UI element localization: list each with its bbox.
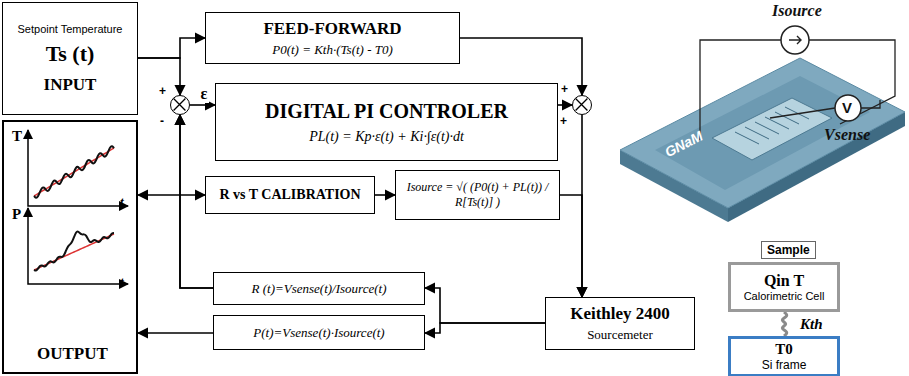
node-heading: Sample — [761, 241, 816, 259]
signal-arrow — [375, 194, 395, 196]
signal-arrow — [190, 104, 215, 106]
heater-lines — [735, 107, 809, 144]
signal-arrow — [560, 195, 582, 297]
process-box: SampleQin TCalorimetric Cell — [728, 262, 840, 312]
process-box: R (t)=Vsense(t)/Isource(t) — [213, 272, 425, 305]
current-source — [781, 26, 809, 54]
process-box: R vs T CALIBRATION — [205, 176, 375, 214]
node-text: + — [560, 114, 567, 128]
node-heading: Setpoint Temperature — [18, 23, 123, 35]
voltmeter — [835, 95, 861, 121]
summing-junction: ++ — [572, 95, 592, 115]
node-text: t — [120, 194, 124, 210]
signal-arrow — [180, 115, 205, 195]
process-box: Keithley 2400Sourcemeter — [545, 297, 695, 350]
node-text: INPUT — [44, 75, 97, 95]
node-heading: FEED-FORWARD — [263, 19, 401, 39]
node-heading: Isource = √( (P0(t) + PL(t)) / R[Ts(t)] … — [400, 180, 555, 210]
node-text: OUTPUT — [37, 344, 108, 364]
process-box: Setpoint Temperature Ts (t) INPUT — [2, 2, 138, 115]
node-heading: P(t)=Vsense(t)·Isource(t) — [253, 325, 384, 341]
chip-top — [620, 58, 905, 208]
process-box: Isource = √( (P0(t) + PL(t)) / R[Ts(t)] … — [395, 170, 560, 220]
node-heading: R (t)=Vsense(t)/Isource(t) — [252, 281, 387, 297]
current-arrow — [789, 36, 801, 44]
node-text: PL(t) = Kp·ε(t) + Ki·∫ε(t)·dt — [309, 129, 464, 145]
node-text: Ts (t) — [46, 41, 95, 67]
node-text: - — [160, 114, 164, 128]
signal-arrow — [138, 38, 205, 58]
signal-arrow — [138, 195, 213, 288]
node-text: P — [12, 206, 21, 223]
node-text: Calorimetric Cell — [744, 290, 825, 302]
node-heading: Keithley 2400 — [570, 304, 670, 324]
junction-cross — [171, 96, 188, 113]
junction-cross — [573, 96, 590, 113]
node-heading: + — [159, 84, 166, 98]
chip-logo: GNaM — [662, 128, 705, 161]
edge-label: Kth — [798, 316, 825, 333]
process-box: P(t)=Vsense(t)·Isource(t) — [213, 315, 425, 350]
chip-frame — [655, 76, 870, 190]
node-heading: DIGITAL PI CONTROLER — [265, 100, 508, 123]
node-heading: + — [561, 82, 568, 96]
node-heading: T — [12, 128, 22, 145]
signal-arrow — [558, 104, 572, 106]
process-box: FEED-FORWARD P0(t) = Kth·(Ts(t) - T0) — [205, 12, 460, 64]
node-text: Qin T — [764, 272, 804, 290]
process-box: T0Si frame — [728, 336, 840, 376]
node-heading: T0 — [775, 341, 793, 358]
node-heading: R vs T CALIBRATION — [219, 187, 360, 203]
thermal-link — [782, 312, 786, 336]
node-text: Si frame — [762, 358, 807, 372]
signal-arrow — [425, 323, 545, 333]
signal-arrow — [138, 332, 213, 334]
summing-junction: +- — [170, 95, 190, 115]
voltmeter-label: V — [842, 99, 852, 116]
node-text: t — [120, 274, 124, 290]
signal-arrow — [425, 288, 545, 323]
node-text: Sourcemeter — [587, 327, 653, 343]
output-plots — [4, 122, 134, 337]
node-text: P0(t) = Kth·(Ts(t) - T0) — [272, 42, 393, 58]
voltage-label: Vsense — [824, 126, 870, 144]
process-box: TtPtOUTPUT — [2, 120, 138, 374]
membrane — [712, 98, 832, 160]
process-box: DIGITAL PI CONTROLER PL(t) = Kp·ε(t) + Ki… — [215, 83, 558, 161]
current-label: Isource — [772, 2, 822, 20]
circuit-wires — [700, 40, 895, 140]
edge-label: ε — [199, 85, 210, 103]
